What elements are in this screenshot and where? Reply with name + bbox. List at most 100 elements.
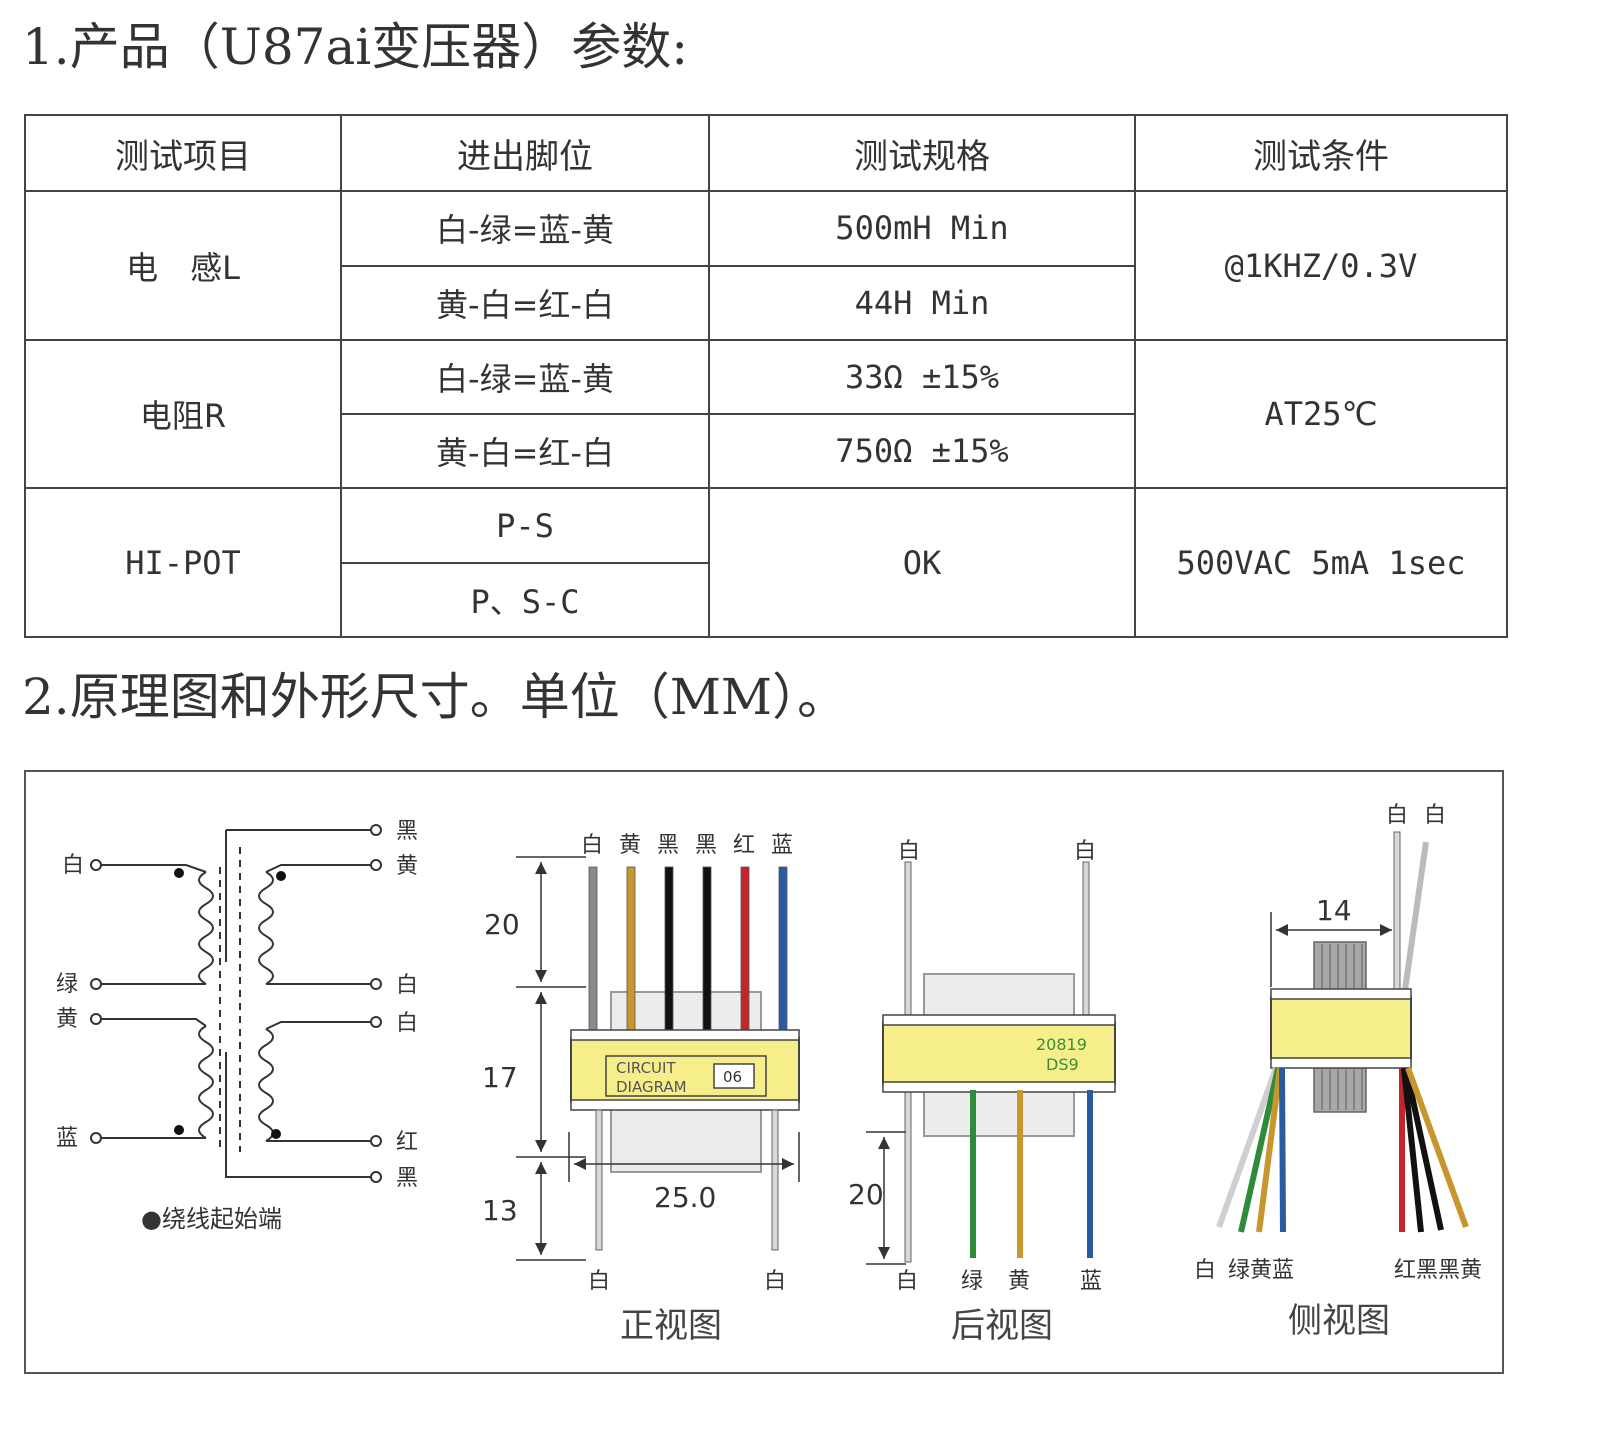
front-top-label-3: 黑 bbox=[657, 833, 679, 858]
start-dot bbox=[174, 1125, 184, 1135]
header-test-item: 测试项目 bbox=[24, 113, 342, 193]
label-left-1: 白 bbox=[62, 853, 84, 878]
parameter-table: 测试项目 进出脚位 测试规格 测试条件 电 感L 白-绿=蓝-黄 500mH M… bbox=[24, 113, 1508, 639]
resistance-condition: AT25℃ bbox=[1134, 338, 1508, 490]
front-view-caption: 正视图 bbox=[620, 1306, 722, 1346]
schematic bbox=[90, 824, 382, 1183]
front-dimension-lines bbox=[516, 856, 800, 1261]
flange-top-side bbox=[1270, 988, 1412, 1000]
back-bottom-label-3: 黄 bbox=[1008, 1269, 1030, 1294]
dim-20-front: 20 bbox=[484, 908, 520, 941]
front-top-label-5: 红 bbox=[733, 833, 755, 858]
front-top-lead bbox=[778, 866, 788, 1038]
marking-line-1: 20819 bbox=[1036, 1035, 1087, 1054]
bobbin-side bbox=[1270, 996, 1412, 1060]
lead-white bbox=[1216, 1066, 1279, 1229]
resistance-spec-1: 33Ω ±15% bbox=[708, 338, 1136, 416]
lead-black bbox=[1403, 1067, 1444, 1231]
start-dot bbox=[174, 868, 184, 878]
bobbin-flange-top bbox=[570, 1029, 800, 1041]
side-view-caption: 侧视图 bbox=[1288, 1301, 1390, 1341]
inductance-item: 电 感L bbox=[24, 190, 342, 341]
side-bottom-left-label-2: 绿黄蓝 bbox=[1228, 1258, 1294, 1283]
flange-bottom-back bbox=[882, 1081, 1116, 1093]
sticker-code-box bbox=[713, 1063, 755, 1089]
coil-primary-lower bbox=[198, 1025, 214, 1139]
header-condition: 测试条件 bbox=[1134, 113, 1508, 193]
terminal-red bbox=[370, 1135, 382, 1147]
back-view-caption: 后视图 bbox=[951, 1306, 1053, 1346]
terminal-black-bottom bbox=[370, 1171, 382, 1183]
hipot-condition: 500VAC 5mA 1sec bbox=[1134, 487, 1508, 638]
bobbin-flange-bottom bbox=[570, 1099, 800, 1111]
terminal-white-right-2 bbox=[370, 1016, 382, 1028]
inductance-condition: @1KHZ/0.3V bbox=[1134, 190, 1508, 341]
lead-yellow bbox=[1256, 1067, 1283, 1233]
label-left-3: 黄 bbox=[56, 1007, 78, 1032]
front-view: CIRCUIT DIAGRAM 06 白 黄 黑 黑 红 蓝 白 白 bbox=[482, 833, 800, 1346]
section2-title: 2.原理图和外形尺寸。单位（MM）。 bbox=[22, 668, 848, 726]
start-dot bbox=[271, 1129, 281, 1139]
resistance-item: 电阻R bbox=[24, 338, 342, 490]
bobbin-back bbox=[882, 1021, 1116, 1085]
front-bottom-label-2: 白 bbox=[764, 1269, 786, 1294]
label-right-2: 黄 bbox=[396, 854, 418, 879]
front-top-label-1: 白 bbox=[581, 833, 603, 858]
bottom-lead-right bbox=[771, 1109, 779, 1251]
hipot-spec: OK bbox=[708, 487, 1136, 638]
side-view: 14 白 白 白 绿黄蓝 红黑黑黄 侧视图 bbox=[1194, 803, 1482, 1341]
front-bottom-label-1: 白 bbox=[588, 1269, 610, 1294]
lead-white-side-1 bbox=[1393, 831, 1401, 998]
side-bottom-left-label-1: 白 bbox=[1194, 1258, 1216, 1283]
label-right-1: 黑 bbox=[396, 819, 418, 844]
dim-20-back: 20 bbox=[848, 1178, 884, 1211]
back-bottom-label-2: 绿 bbox=[961, 1269, 983, 1294]
label-left-4: 蓝 bbox=[56, 1126, 78, 1151]
inductance-pins-1: 白-绿=蓝-黄 bbox=[340, 190, 710, 267]
label-right-5: 红 bbox=[396, 1130, 418, 1155]
lead-blue bbox=[1279, 1067, 1286, 1233]
side-leads-right bbox=[1399, 1066, 1469, 1233]
front-top-label-4: 黑 bbox=[695, 833, 717, 858]
lead-black bbox=[1401, 1067, 1424, 1233]
inductance-spec-1: 500mH Min bbox=[708, 190, 1136, 267]
coil-primary-upper bbox=[198, 871, 214, 985]
hipot-item: HI-POT bbox=[24, 487, 342, 638]
terminal-black-top bbox=[370, 824, 382, 836]
start-dot bbox=[276, 871, 286, 881]
terminal-green bbox=[90, 978, 102, 990]
lead-white-side-2 bbox=[1401, 841, 1429, 998]
side-bottom-right-label: 红黑黑黄 bbox=[1394, 1258, 1482, 1283]
dim-14: 14 bbox=[1316, 894, 1352, 927]
sticker-line-1: CIRCUIT bbox=[616, 1059, 676, 1077]
label-left-2: 绿 bbox=[56, 972, 78, 997]
front-top-lead bbox=[588, 866, 598, 1038]
side-top-label-2: 白 bbox=[1424, 803, 1446, 828]
winding-start-dots bbox=[174, 868, 286, 1139]
dim-17: 17 bbox=[482, 1061, 518, 1094]
diagram-drawing: 白 绿 黄 蓝 黑 黄 白 白 红 黑 ●绕线起始端 CIRCUIT DIAGR… bbox=[56, 803, 1482, 1346]
front-top-lead bbox=[626, 866, 636, 1038]
lead-yellow bbox=[1017, 1090, 1023, 1258]
bottom-lead-left bbox=[595, 1109, 603, 1251]
header-pins: 进出脚位 bbox=[340, 113, 710, 193]
label-right-3: 白 bbox=[396, 973, 418, 998]
label-right-4: 白 bbox=[396, 1011, 418, 1036]
lead-blue bbox=[1087, 1090, 1093, 1258]
terminal-yellow bbox=[90, 1013, 102, 1025]
side-top-label-1: 白 bbox=[1386, 803, 1408, 828]
dim-13: 13 bbox=[482, 1194, 518, 1227]
label-right-6: 黑 bbox=[396, 1166, 418, 1191]
front-top-lead bbox=[702, 866, 712, 1038]
header-spec: 测试规格 bbox=[708, 113, 1136, 193]
lead-green bbox=[970, 1090, 976, 1258]
terminal-blue bbox=[90, 1132, 102, 1144]
inductance-spec-2: 44H Min bbox=[708, 264, 1136, 341]
coil-secondary-lower bbox=[258, 1028, 274, 1142]
dim-25: 25.0 bbox=[654, 1181, 716, 1214]
flange-top-back bbox=[882, 1014, 1116, 1026]
hipot-pins-1: P-S bbox=[340, 487, 710, 564]
section1-title: 1.产品（U87ai变压器）参数: bbox=[22, 18, 689, 76]
inductance-pins-2: 黄-白=红-白 bbox=[340, 264, 710, 341]
diagram-panel: 白 绿 黄 蓝 黑 黄 白 白 红 黑 ●绕线起始端 CIRCUIT DIAGR… bbox=[24, 770, 1504, 1374]
